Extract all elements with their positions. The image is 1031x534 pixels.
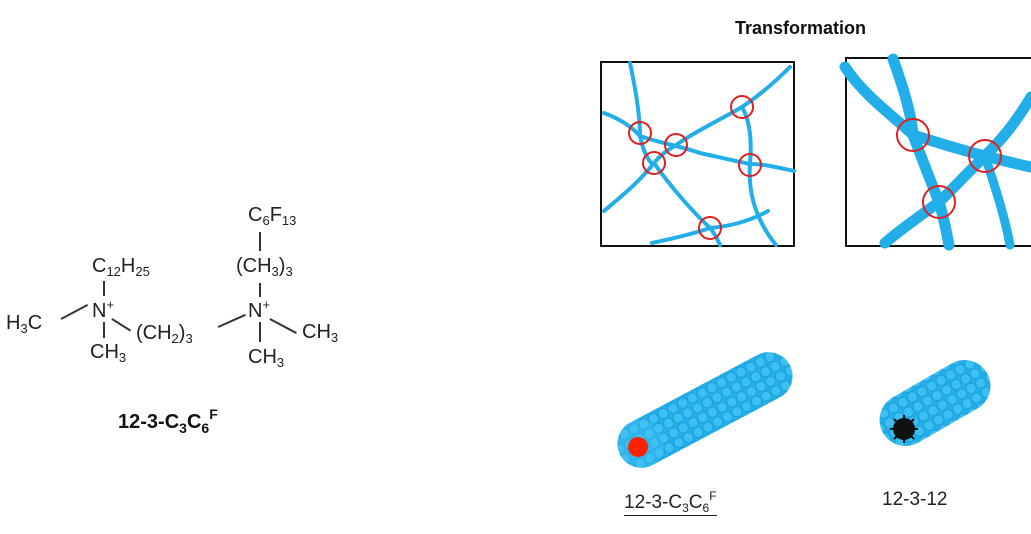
fiber [839, 61, 1031, 173]
caption-gemini-surfactant: 12-3-12 [882, 489, 948, 510]
bond-n-right-down [259, 322, 261, 342]
fiber [879, 91, 1031, 249]
fiber [887, 53, 955, 251]
bond-n-to-right-methyl [269, 318, 297, 334]
thin-fiber-network-panel [600, 61, 796, 247]
quaternary-nitrogen-left: N+ [92, 297, 115, 322]
micelle-body [617, 352, 793, 468]
caption-fluorinated-surfactant: 12-3-C3C6F [624, 489, 717, 516]
bottom-methyl-left: CH3 [90, 341, 127, 365]
fiber [602, 61, 656, 213]
linker-group: (CH2)3 [136, 322, 193, 346]
bond-n-to-linker [111, 318, 132, 332]
dodecyl-chain: C12H25 [92, 255, 150, 279]
fiber [740, 105, 778, 247]
fluorocarbon-core-end [628, 437, 648, 457]
junction-marker [642, 151, 666, 175]
micelle-body [879, 360, 991, 446]
quaternary-nitrogen-right: N+ [248, 297, 271, 322]
perfluorohexyl-group: C6F13 [248, 204, 297, 228]
bond-top-vertical [259, 232, 261, 251]
fiber [980, 151, 1015, 250]
bottom-methyl-right: CH3 [248, 346, 285, 370]
fiber [602, 111, 796, 173]
hydrocarbon-core-end [890, 415, 918, 443]
transformation-heading: Transformation [735, 18, 867, 38]
thick-fiber-network-panel [839, 53, 1031, 251]
compound-name: 12-3-C3C6F [118, 406, 218, 436]
short-micelle-right [879, 360, 991, 446]
junction-marker [738, 153, 762, 177]
junction-marker [968, 139, 1002, 173]
bond-methyl-to-n [60, 304, 88, 320]
junction-marker [896, 118, 930, 152]
fiber [650, 226, 712, 245]
junction-marker [698, 216, 722, 240]
junction-marker [922, 185, 956, 219]
junction-marker [628, 121, 652, 145]
bond-n-left-down [103, 322, 105, 338]
bond-spacer-to-n [259, 283, 261, 297]
left-methyl-group: H3C [6, 312, 43, 336]
right-methyl-group: CH3 [302, 321, 339, 345]
elongated-micelle-left [617, 352, 793, 468]
junction-marker [664, 133, 688, 157]
junction-marker [730, 95, 754, 119]
propyl-spacer-group: (CH3)3 [236, 255, 293, 279]
bond-chain-to-n [103, 281, 105, 296]
bond-linker-to-n [217, 313, 246, 328]
fiber [708, 209, 770, 230]
